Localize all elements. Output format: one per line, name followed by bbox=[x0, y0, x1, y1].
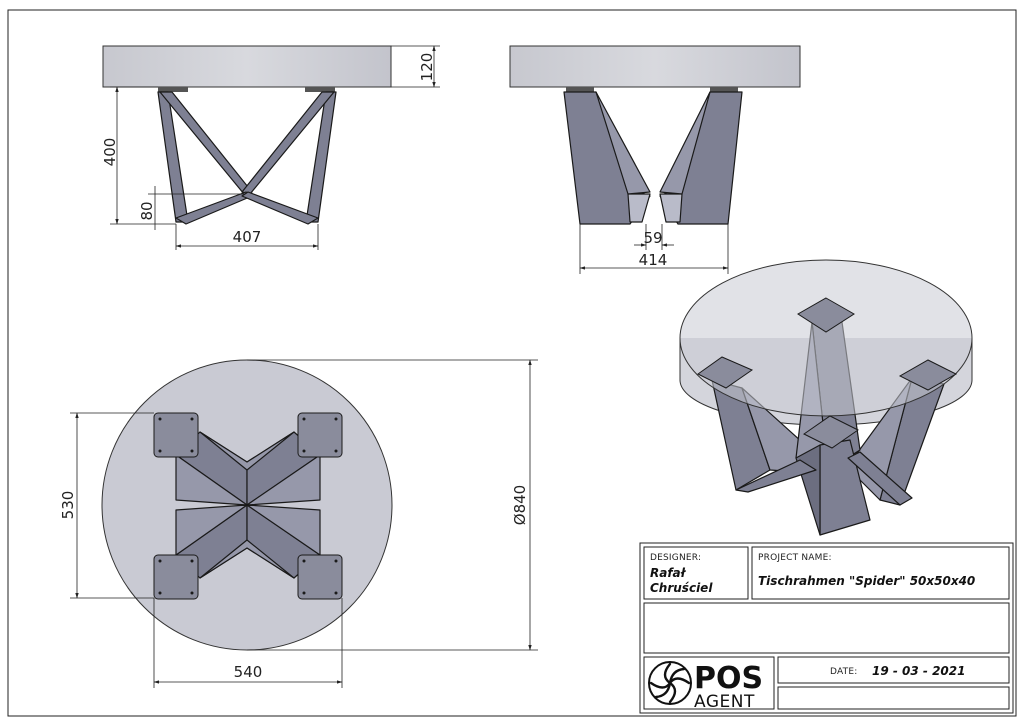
side-dim-gap: 59 bbox=[643, 229, 662, 247]
front-tabletop bbox=[102, 45, 392, 88]
top-dim-width: 540 bbox=[234, 663, 263, 681]
side-frame bbox=[563, 91, 743, 225]
isometric-view bbox=[679, 259, 973, 536]
title-block: DESIGNER: Rafał Chruściel PROJECT NAME: … bbox=[639, 542, 1014, 714]
top-frame bbox=[175, 431, 321, 579]
side-tabletop bbox=[509, 45, 801, 88]
iso-mount-plates bbox=[697, 297, 958, 449]
logo-text-pos: POS bbox=[694, 661, 763, 696]
date-box bbox=[777, 656, 1010, 684]
logo-text-agent: AGENT bbox=[694, 692, 755, 712]
notes-box bbox=[643, 602, 1010, 654]
project-label: PROJECT NAME: bbox=[758, 553, 832, 563]
pos-agent-logo: POS AGENT bbox=[648, 661, 763, 712]
front-dim-height: 400 bbox=[101, 138, 119, 167]
front-dimensions bbox=[110, 45, 440, 250]
date-label: DATE: bbox=[830, 667, 857, 677]
front-dim-width: 407 bbox=[233, 228, 262, 246]
front-dim-foot: 80 bbox=[138, 201, 156, 220]
top-dim-depth: 530 bbox=[59, 491, 77, 520]
designer-box bbox=[643, 546, 749, 600]
designer-name-line2: Chruściel bbox=[650, 581, 713, 595]
date-value: 19 - 03 - 2021 bbox=[872, 664, 965, 678]
side-dimensions bbox=[579, 224, 729, 274]
designer-label: DESIGNER: bbox=[650, 553, 701, 563]
sheet-border bbox=[7, 9, 1017, 717]
top-view: Ø840 530 540 bbox=[59, 359, 538, 688]
blank-box bbox=[777, 686, 1010, 710]
front-view: 120 400 80 407 bbox=[101, 45, 440, 250]
top-dim-diameter: Ø840 bbox=[511, 485, 529, 525]
project-name: Tischrahmen "Spider" 50x50x40 bbox=[758, 574, 975, 588]
front-dim-top-thickness: 120 bbox=[418, 53, 436, 82]
front-frame bbox=[157, 91, 337, 225]
top-dimensions bbox=[70, 359, 538, 688]
side-view: 59 414 bbox=[509, 45, 801, 274]
project-box bbox=[751, 546, 1010, 600]
designer-name-line1: Rafał bbox=[650, 566, 687, 580]
side-dim-width: 414 bbox=[639, 251, 668, 269]
logo-box bbox=[643, 656, 775, 710]
iso-glass-top bbox=[679, 259, 973, 417]
top-mount-plates bbox=[153, 412, 343, 600]
